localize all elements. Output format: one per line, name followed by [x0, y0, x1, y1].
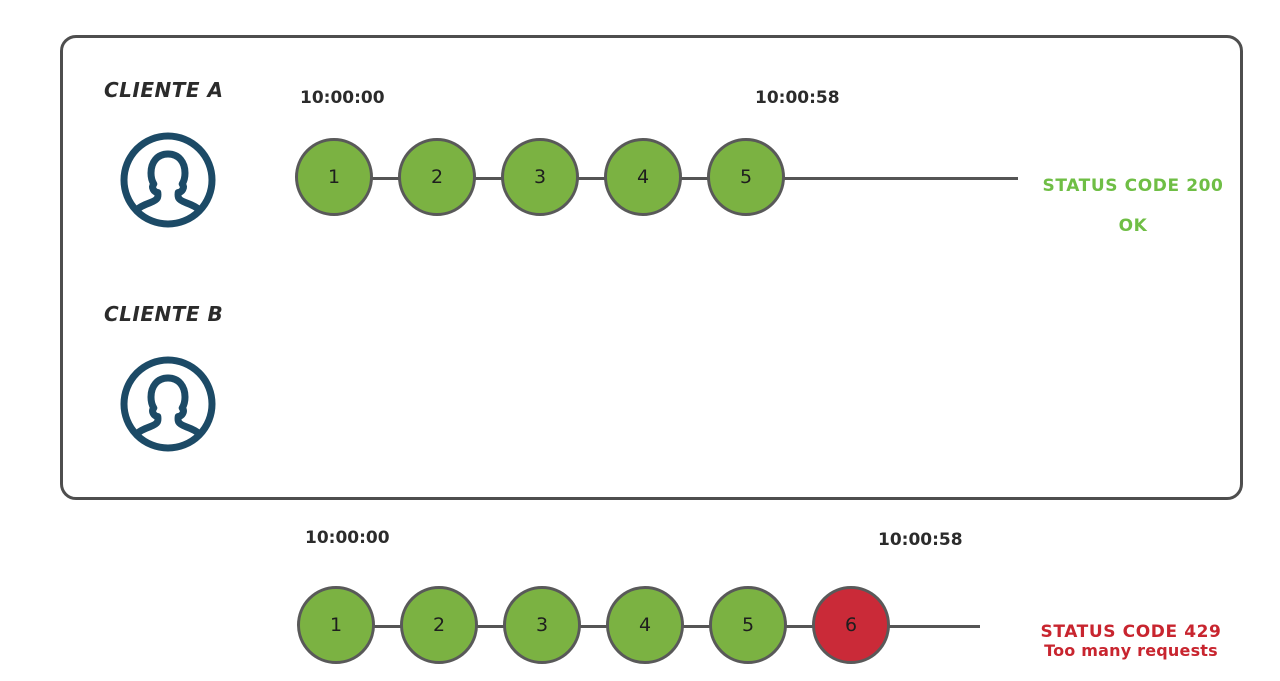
- client-label-b: CLIENTE B: [104, 302, 224, 326]
- user-avatar-icon: [118, 354, 218, 454]
- status-connector: [783, 177, 1018, 180]
- request-node-2: 2: [400, 586, 478, 664]
- request-connector: [474, 177, 503, 180]
- request-connector: [579, 625, 608, 628]
- diagram-panel: [60, 35, 1243, 500]
- request-node-1: 1: [295, 138, 373, 216]
- request-node-3: 3: [503, 586, 581, 664]
- timestamp-end-b: 10:00:58: [878, 530, 963, 550]
- request-node-5: 5: [709, 586, 787, 664]
- request-node-6: 6: [812, 586, 890, 664]
- request-connector: [371, 177, 400, 180]
- status-code-b-line1: STATUS CODE 429: [1040, 622, 1222, 643]
- client-label-a: CLIENTE A: [104, 78, 224, 102]
- request-connector: [682, 625, 711, 628]
- request-connector: [577, 177, 606, 180]
- timestamp-start-a: 10:00:00: [300, 88, 385, 108]
- request-connector: [476, 625, 505, 628]
- status-code-b-line2: Too many requests: [1044, 641, 1218, 661]
- request-connector: [785, 625, 814, 628]
- status-code-a-line2: OK: [1118, 216, 1148, 237]
- request-node-2: 2: [398, 138, 476, 216]
- request-node-5: 5: [707, 138, 785, 216]
- status-connector: [888, 625, 980, 628]
- timestamp-start-b: 10:00:00: [305, 528, 390, 548]
- status-code-a-line1: STATUS CODE 200: [1042, 176, 1224, 197]
- status-code-b: STATUS CODE 429 Too many requests: [1016, 602, 1246, 681]
- request-node-4: 4: [606, 586, 684, 664]
- request-connector: [680, 177, 709, 180]
- user-avatar-icon: [118, 130, 218, 230]
- status-code-a: STATUS CODE 200 OK: [1018, 156, 1248, 236]
- request-node-1: 1: [297, 586, 375, 664]
- timestamp-end-a: 10:00:58: [755, 88, 840, 108]
- request-node-3: 3: [501, 138, 579, 216]
- request-node-4: 4: [604, 138, 682, 216]
- request-connector: [373, 625, 402, 628]
